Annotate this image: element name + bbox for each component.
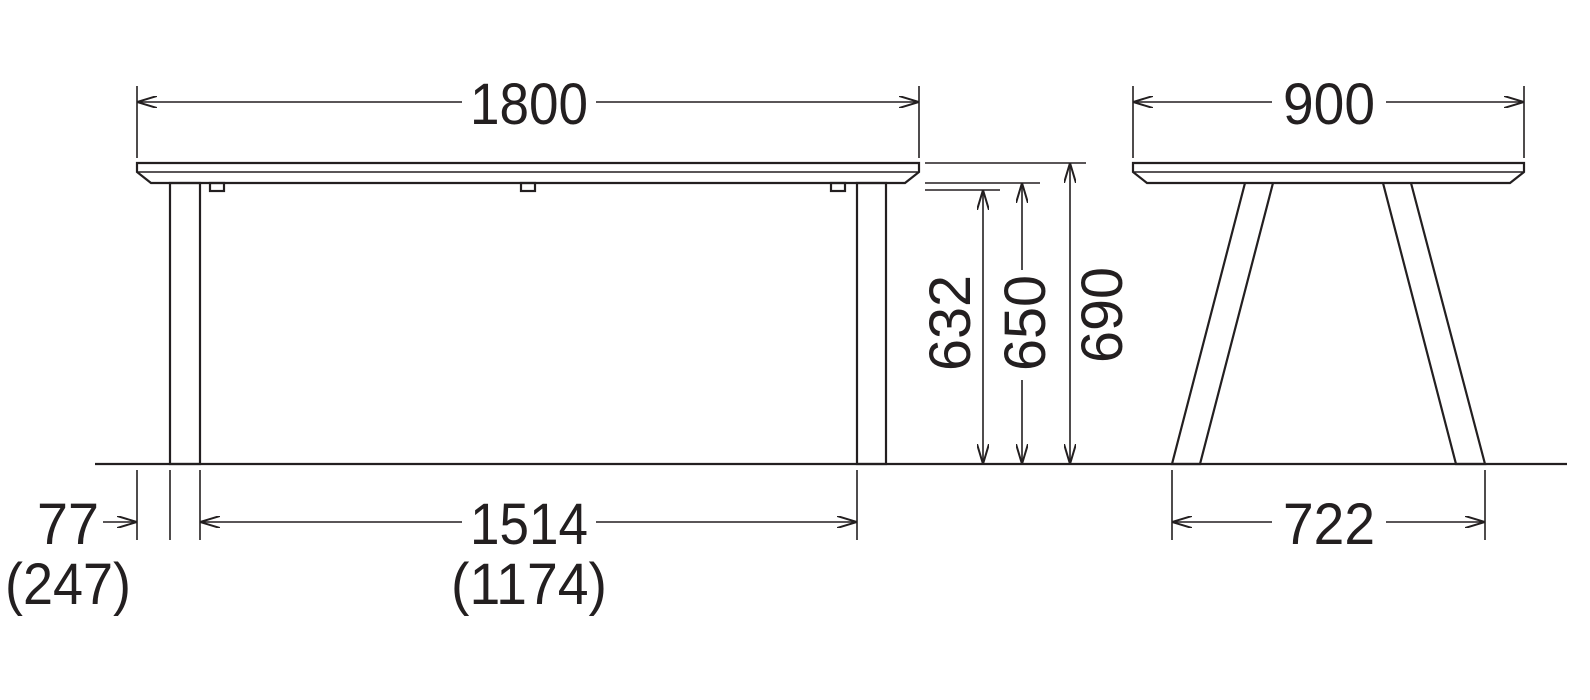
front-view: 1800 77 (247) 1514 (1174) bbox=[5, 72, 921, 617]
depth-dimension: 900 bbox=[1283, 72, 1375, 137]
leg-offset-dimension: 77 bbox=[37, 492, 99, 557]
leg-span-dimension: 1514 bbox=[470, 492, 588, 557]
width-dimension: 1800 bbox=[470, 72, 588, 137]
height-dimensions: 632 650 690 bbox=[918, 162, 1135, 464]
leg-offset-alt-dimension: (247) bbox=[5, 552, 131, 617]
apron-height-dimension: 632 bbox=[918, 275, 983, 371]
overall-height-dimension: 690 bbox=[1070, 267, 1135, 363]
tabletop-side bbox=[1131, 161, 1526, 185]
bracket bbox=[519, 181, 537, 193]
bracket bbox=[208, 181, 226, 193]
leg-span-alt-dimension: (1174) bbox=[451, 552, 607, 617]
right-leg bbox=[855, 181, 888, 466]
left-leg bbox=[168, 181, 202, 466]
right-splayed-leg bbox=[1381, 182, 1487, 466]
tabletop-front bbox=[135, 161, 921, 185]
left-splayed-leg bbox=[1170, 182, 1275, 466]
side-view: 900 722 bbox=[1131, 72, 1526, 557]
side-leg-span-dimension: 722 bbox=[1283, 492, 1375, 557]
bracket bbox=[829, 181, 847, 193]
under-top-height-dimension: 650 bbox=[993, 275, 1058, 371]
